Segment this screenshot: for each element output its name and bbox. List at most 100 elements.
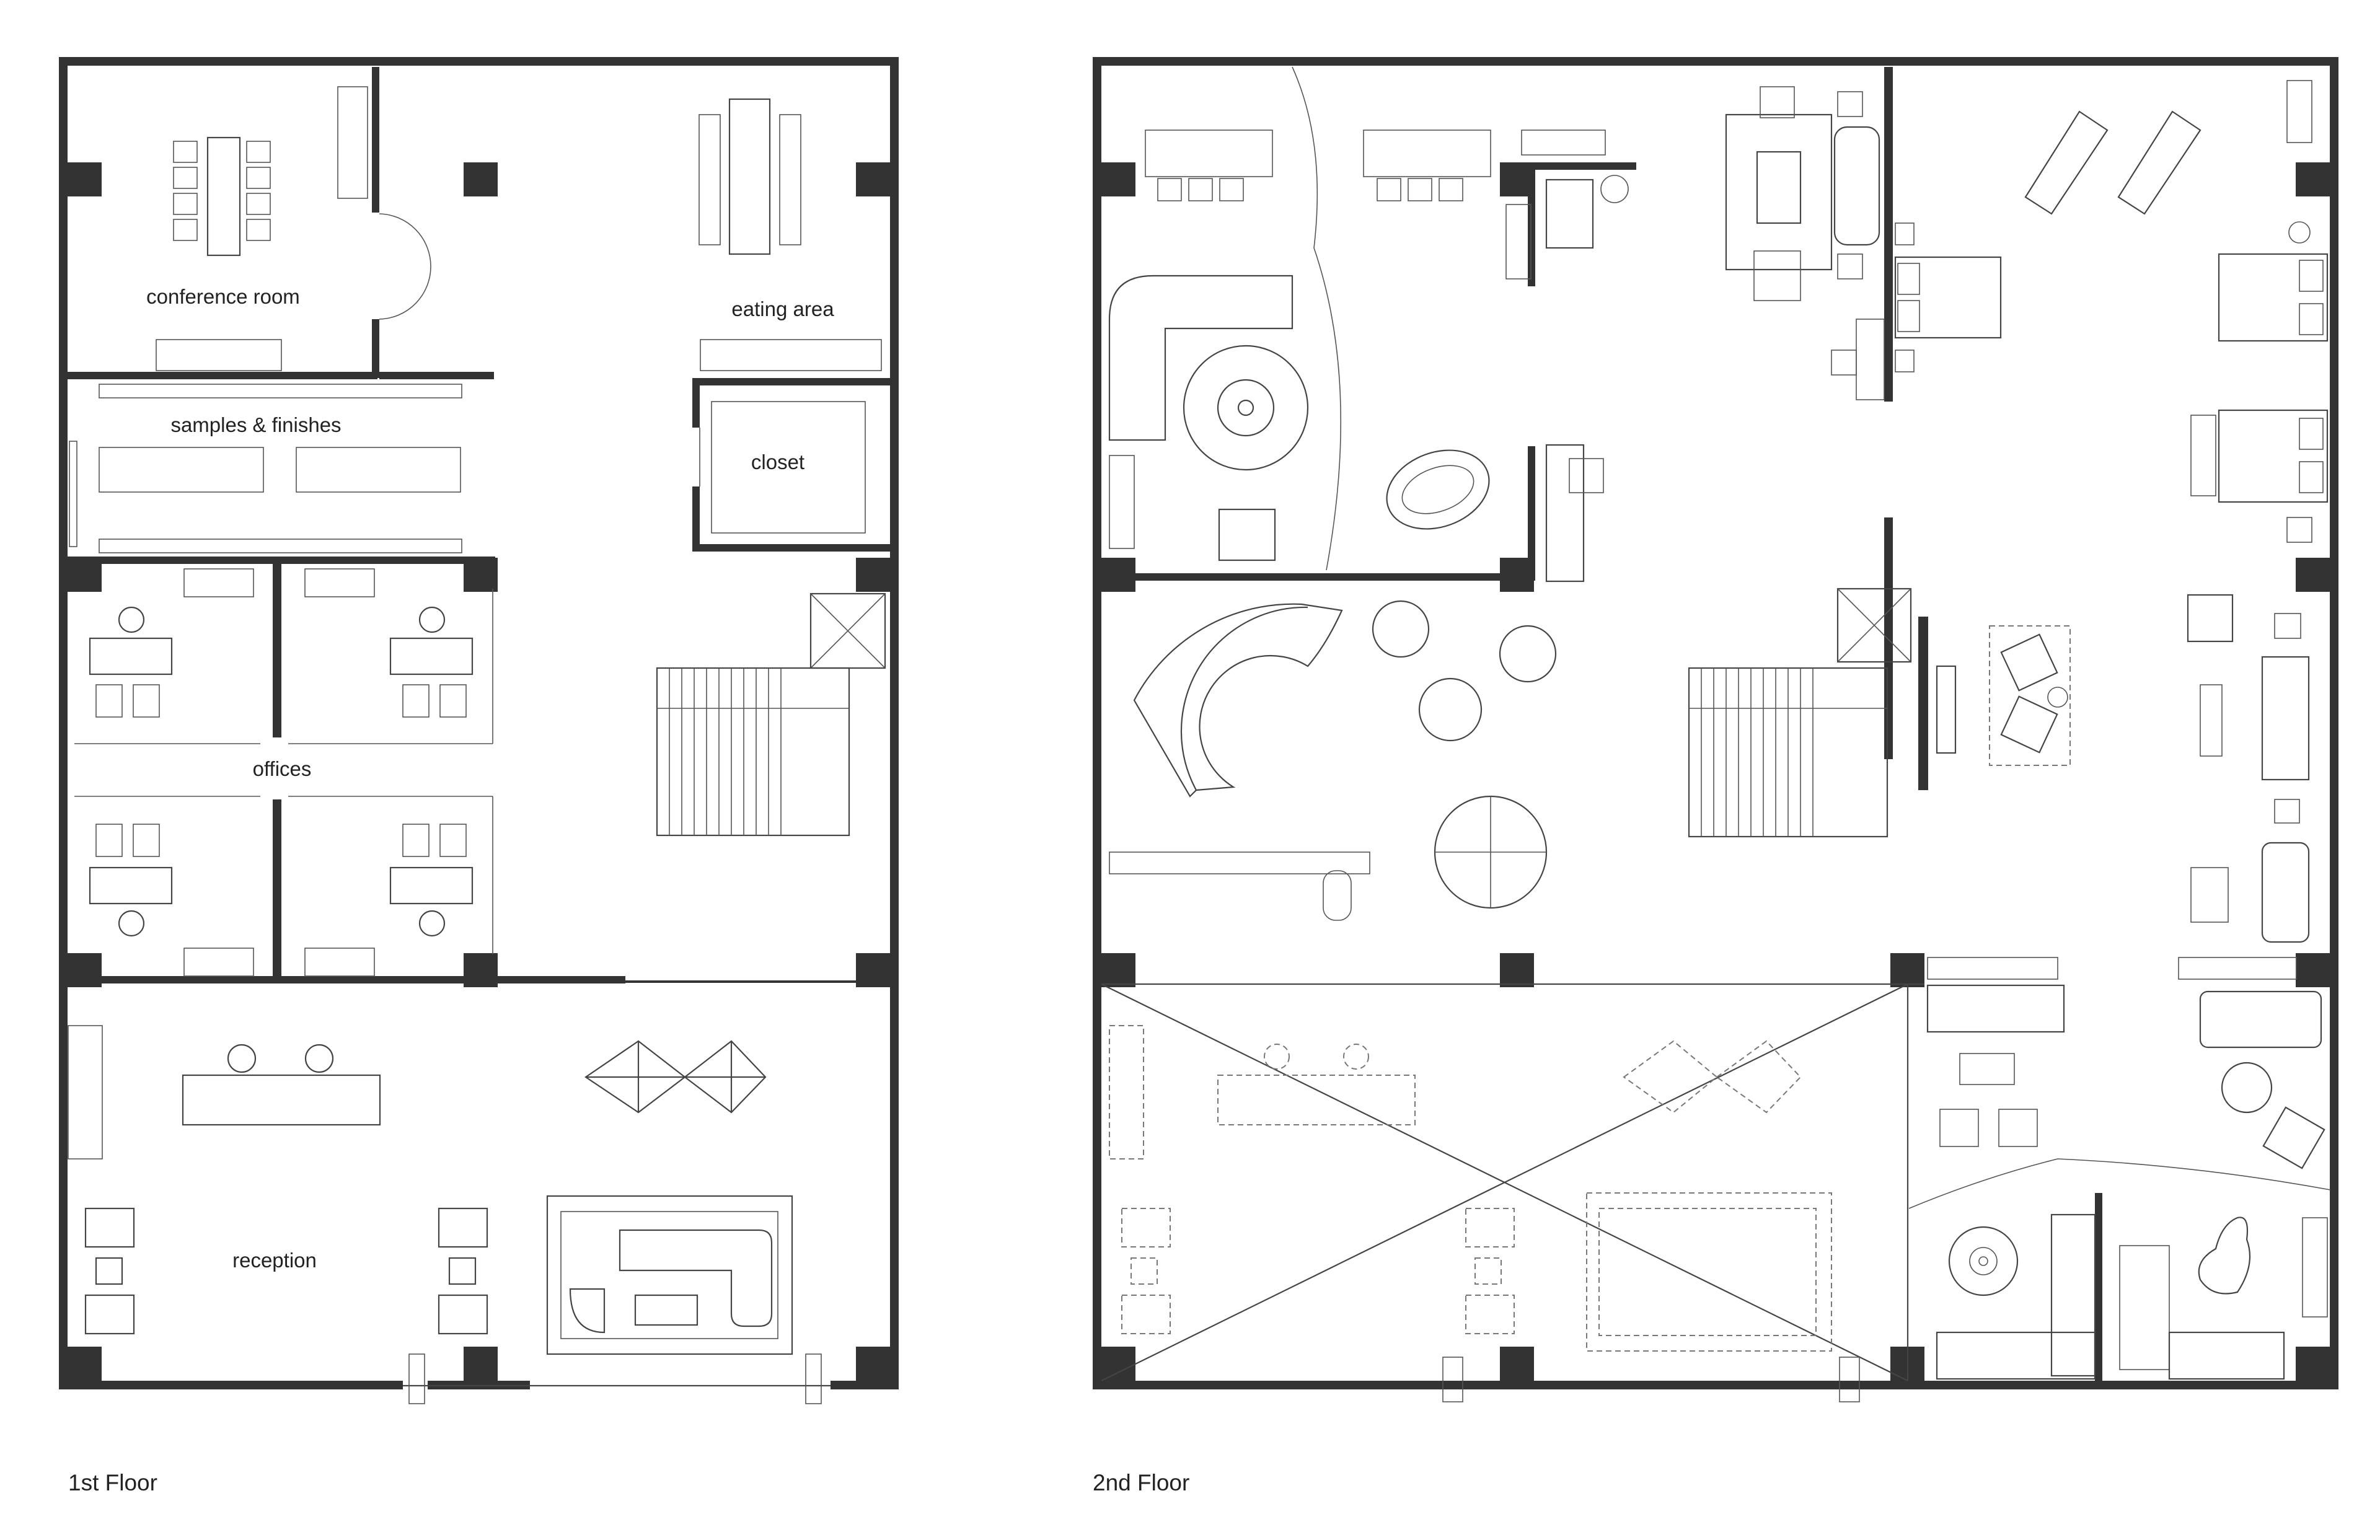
f1-label-reception: reception: [232, 1249, 317, 1272]
f2-elevator: [1836, 587, 1912, 663]
f2-wall-lounge-east: [1528, 446, 1535, 581]
floor-title-2nd: 2nd Floor: [1093, 1470, 1189, 1495]
f2-curved-sofa: [1133, 603, 1343, 798]
f1-closet-wall-north: [692, 378, 891, 385]
f2-columns: [1101, 162, 2330, 1381]
f2-lr-armchair: [2262, 1106, 2325, 1169]
f2-east-cabinet-top: [2286, 80, 2312, 143]
f2-east-bench: [2190, 415, 2216, 496]
f2-wall-bedroom-divider: [1884, 67, 1893, 402]
f2-stair-fireplace-wall: [1918, 617, 1928, 790]
f1-reception-chair-right: [304, 1044, 334, 1073]
f2-wall-east: [2330, 57, 2338, 1389]
f2-east-armchair: [2187, 594, 2234, 643]
f2-nook-desk: [1545, 444, 1585, 583]
f1-eating-table: [728, 98, 771, 255]
f2-nook-loveseat: [1545, 178, 1594, 249]
f2-living-side-table-top: [1837, 91, 1863, 117]
f2-lounge-coffee-table: [1217, 379, 1275, 437]
f1-entrance-door-right: [805, 1353, 822, 1404]
f2-bed-east-lower: [2218, 409, 2329, 503]
f2-east-sofa: [2261, 656, 2310, 781]
f2-east-daybed: [2261, 842, 2310, 943]
f2-living-chair-bottom: [1753, 250, 1801, 301]
f2-living-rug: [1725, 113, 1833, 271]
f1-reception-lounge-rug: [546, 1195, 793, 1355]
f1-reception-display-frames: [584, 1040, 767, 1114]
f1-entrance-door-left: [408, 1353, 425, 1404]
f1-conference-table: [206, 136, 241, 257]
f2-cloud-table-a: [1418, 677, 1483, 742]
f2-lr-bottom-sofa: [1936, 1331, 2096, 1380]
f1-closet-shelving: [711, 401, 866, 534]
f1-wall-south-left: [59, 1381, 403, 1389]
f1-conference-door-swing: [379, 213, 431, 320]
f2-nook-side-table: [1600, 175, 1629, 203]
f2-conversation-side-table: [2047, 687, 2068, 708]
first-floor-plan: conference room eating area samples & fi…: [59, 57, 899, 1404]
f2-lounge-oval-table: [1386, 449, 1490, 530]
f1-label-eating-area: eating area: [731, 297, 834, 320]
f1-reception-desk: [182, 1074, 381, 1126]
f1-wall-west: [59, 57, 68, 1389]
f1-label-offices: offices: [253, 757, 312, 780]
f1-columns: [68, 162, 890, 1381]
f1-wall-reception-north: [68, 980, 890, 983]
f2-bed-east-upper: [2218, 253, 2329, 342]
f2-lr-chair-a: [1939, 1109, 1979, 1147]
f1-reception-wall-unit: [68, 1025, 103, 1159]
f1-conference-credenza: [337, 86, 368, 199]
f1-office-furniture: [74, 568, 493, 977]
f1-samples-wall-rack: [69, 441, 77, 547]
f1-closet-wall-west-upper: [692, 378, 700, 428]
f2-nook-cabinet: [1505, 204, 1532, 279]
f2-east-stool: [2274, 613, 2301, 639]
f1-office-chairs: [118, 606, 446, 937]
f2-lr-round-rug: [1948, 1226, 2019, 1296]
f1-reception-chair-left: [227, 1044, 257, 1073]
f2-lounge-curtain-line: [1292, 66, 1342, 571]
f1-label-samples-finishes: samples & finishes: [170, 413, 341, 436]
f2-lr-rug-edge: [1908, 1158, 2331, 1209]
f2-lr-sofa-right: [2168, 1331, 2285, 1380]
f1-closet-wall-west-lower: [692, 486, 700, 552]
f2-lr-east-wall-unit: [2302, 1217, 2328, 1318]
f1-wall-conference-east-lower: [372, 319, 379, 378]
f2-east-small-table: [2274, 799, 2300, 824]
f1-wall-office-divider-lower: [273, 799, 281, 976]
f2-lounge-sectional-sofa: [1108, 275, 1294, 441]
f2-round-table-divider: [1435, 796, 1546, 908]
f2-nook-chair: [1569, 458, 1604, 493]
f1-wall-south-right: [831, 1381, 899, 1389]
f2-nook-shelf: [1521, 130, 1606, 156]
f1-closet-wall-south: [692, 544, 891, 552]
f2-bed-chair: [1831, 350, 1857, 376]
f2-lr-shelf-left: [1927, 957, 2058, 980]
f2-east-console: [2200, 684, 2223, 757]
f2-living-sofa: [1833, 126, 1880, 246]
f2-fireplace: [1936, 665, 1957, 754]
f2-lr-cabinet: [2119, 1245, 2170, 1370]
f2-lr-sofa: [1926, 984, 2065, 1033]
f1-wall-office-divider-upper: [273, 564, 281, 737]
f2-wall-lower-divider: [2095, 1193, 2102, 1381]
f2-south-openings: [1442, 1357, 1860, 1402]
f1-reception-armchairs: [84, 1207, 488, 1335]
f2-lr-loveseat: [2199, 990, 2322, 1049]
f1-wall-conference-east-upper: [372, 67, 379, 213]
f2-wall-stair-east: [1884, 517, 1893, 759]
f1-wall-offices-north: [68, 557, 495, 564]
f2-wall-partition-left: [1528, 162, 1535, 286]
f2-open-to-below-cross: [1101, 983, 1908, 1381]
f2-lounge-armchair: [1218, 508, 1276, 561]
f2-sun-loungers: [2024, 110, 2202, 215]
f2-nightstand-b: [1895, 350, 1915, 372]
f2-living-side-table-bottom: [1837, 253, 1863, 279]
f2-cloud-table-b: [1372, 600, 1430, 658]
f2-wall-north: [1093, 57, 2338, 66]
f1-wall-conference-south: [68, 372, 377, 379]
f1-wall-east: [890, 57, 899, 1389]
f1-elevator-cross: [810, 593, 886, 669]
f1-conference-chairs: [173, 141, 271, 241]
